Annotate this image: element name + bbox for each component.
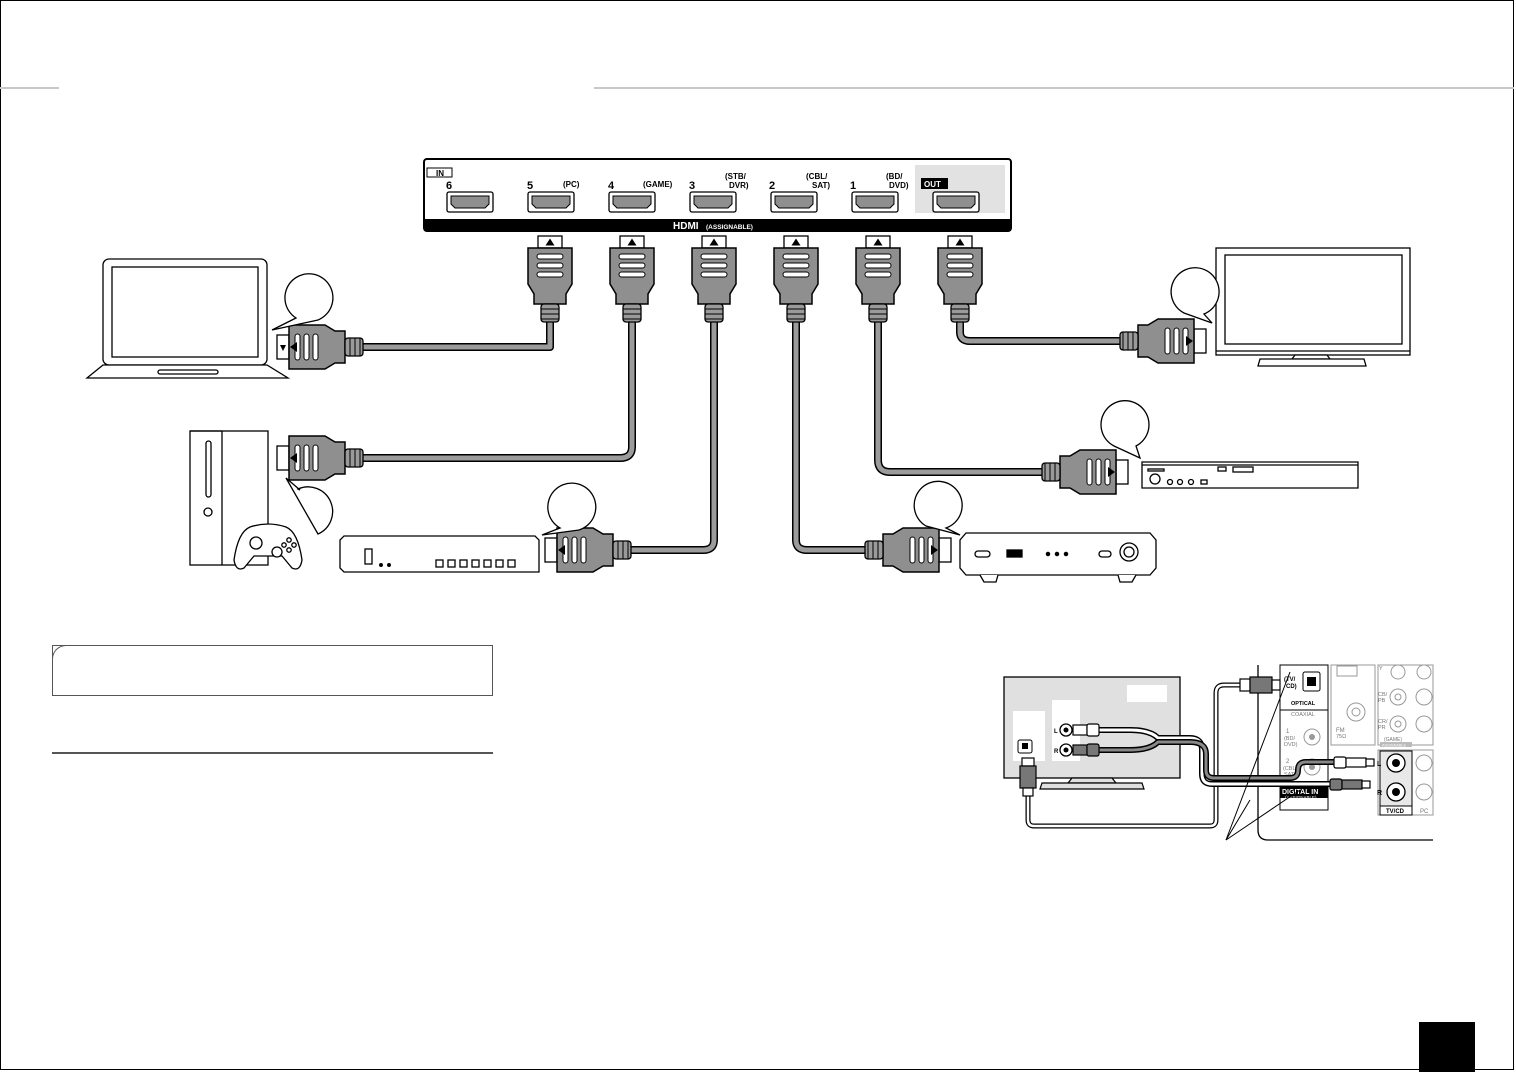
coax1-label-2: (BD/ (1284, 736, 1295, 742)
gamepad-icon (233, 523, 303, 570)
optical-in-label-1: (TV/ (1284, 677, 1296, 683)
hdmi-plug-2 (773, 235, 819, 323)
header-rule-right (594, 87, 1514, 89)
laptop-icon (85, 258, 291, 379)
pc-label: PC (1420, 809, 1429, 815)
tvcd-label: TV/CD (1386, 809, 1405, 815)
coax1-label-3: DVD) (1284, 742, 1298, 748)
in-label: IN (436, 169, 444, 178)
page-number-tab (1419, 1022, 1475, 1072)
hdmi-plug-4 (609, 235, 655, 323)
port-4-label: (GAME) (643, 180, 673, 189)
header-rule-left (0, 87, 59, 89)
digital-in-label: DIGITAL IN (1282, 789, 1318, 796)
hdmi-plug-1 (855, 235, 901, 323)
port-2-num: 2 (769, 180, 775, 192)
hdmi-port-out (932, 191, 980, 213)
receiver-l-label: L (1377, 761, 1382, 768)
section-rule (52, 752, 493, 754)
bd-dvd-player-icon (1141, 461, 1359, 489)
hdmi-port-1 (851, 191, 899, 213)
speech-bubbles (271, 267, 1220, 536)
set-top-box-icon (339, 535, 540, 573)
port-5-num: 5 (527, 180, 533, 192)
plug-bd-player (1041, 449, 1129, 495)
cr-label: CR/ (1378, 719, 1388, 725)
port-5-label: (PC) (563, 180, 580, 189)
hdmi-port-2 (770, 191, 818, 213)
cb-label: CB/ (1378, 692, 1388, 698)
tv-audio-l-label: L (1054, 729, 1058, 735)
coax2-label-1: 2 (1286, 759, 1290, 765)
optical-in-label-2: CD) (1286, 684, 1297, 690)
port-1-label-2: DVD) (889, 181, 909, 190)
plug-laptop (276, 324, 364, 370)
plug-cable-box (864, 527, 952, 573)
port-3-num: 3 (689, 180, 695, 192)
hdmi-port-3 (689, 191, 737, 213)
out-label: OUT (924, 180, 941, 189)
plug-tv (1119, 318, 1207, 364)
pr-label: PR (1378, 725, 1386, 731)
hdmi-port-6 (446, 191, 494, 213)
game-sublabel: ASSIGNABLE (1382, 744, 1407, 748)
receiver-rear-panel: (TV/ CD) OPTICAL COAXIAL 1 (BD/ DVD) 2 (… (1257, 664, 1434, 841)
hdmi-plug-out (937, 235, 983, 323)
coaxial-label: COAXIAL (1291, 712, 1315, 718)
port-6-num: 6 (446, 180, 452, 192)
hdmi-label: HDMI (673, 221, 699, 232)
hdmi-port-5 (527, 191, 575, 213)
audio-plugs (1019, 676, 1375, 797)
port-4-num: 4 (608, 180, 615, 192)
note-tab (52, 645, 107, 660)
plug-stb (544, 527, 632, 573)
plug-arrows (290, 336, 1193, 555)
audio-cables (1025, 682, 1339, 829)
note-box (52, 645, 493, 696)
hdmi-plug-3 (691, 235, 737, 323)
satellite-box-icon (959, 532, 1157, 583)
plug-console (276, 435, 364, 481)
hdmi-panel: IN OUT HDMI (ASSIGNABLE) 6 5 (PC) 4 (GAM… (423, 158, 1012, 232)
tv-icon (1215, 247, 1411, 367)
hdmi-sublabel: (ASSIGNABLE) (706, 224, 753, 231)
hdmi-plug-5 (527, 235, 573, 323)
callout-lines (1225, 671, 1301, 841)
optical-label: OPTICAL (1291, 701, 1316, 707)
fm-label: FM (1336, 728, 1345, 734)
y-label: Y (1379, 666, 1383, 672)
digital-in-sublabel: (ASSIGNABLE) (1285, 795, 1317, 800)
port-3-label-2: DVR) (729, 181, 749, 190)
game-label: (GAME) (1384, 737, 1402, 743)
port-2-label-1: (CBL/ (806, 172, 828, 181)
coax1-label-1: 1 (1286, 729, 1290, 735)
port-3-label-1: (STB/ (725, 172, 747, 181)
hdmi-port-4 (608, 191, 656, 213)
receiver-r-label: R (1377, 790, 1382, 797)
pb-label: PB (1378, 698, 1386, 704)
coax2-label-2: (CBL/ (1283, 766, 1298, 772)
hdmi-cables (352, 316, 1126, 554)
tv-audio-r-label: R (1054, 749, 1059, 755)
port-1-label-1: (BD/ (886, 172, 903, 181)
port-2-label-2: SAT) (812, 181, 830, 190)
fm-ohm-label: 75Ω (1336, 734, 1346, 740)
port-1-num: 1 (850, 180, 856, 192)
